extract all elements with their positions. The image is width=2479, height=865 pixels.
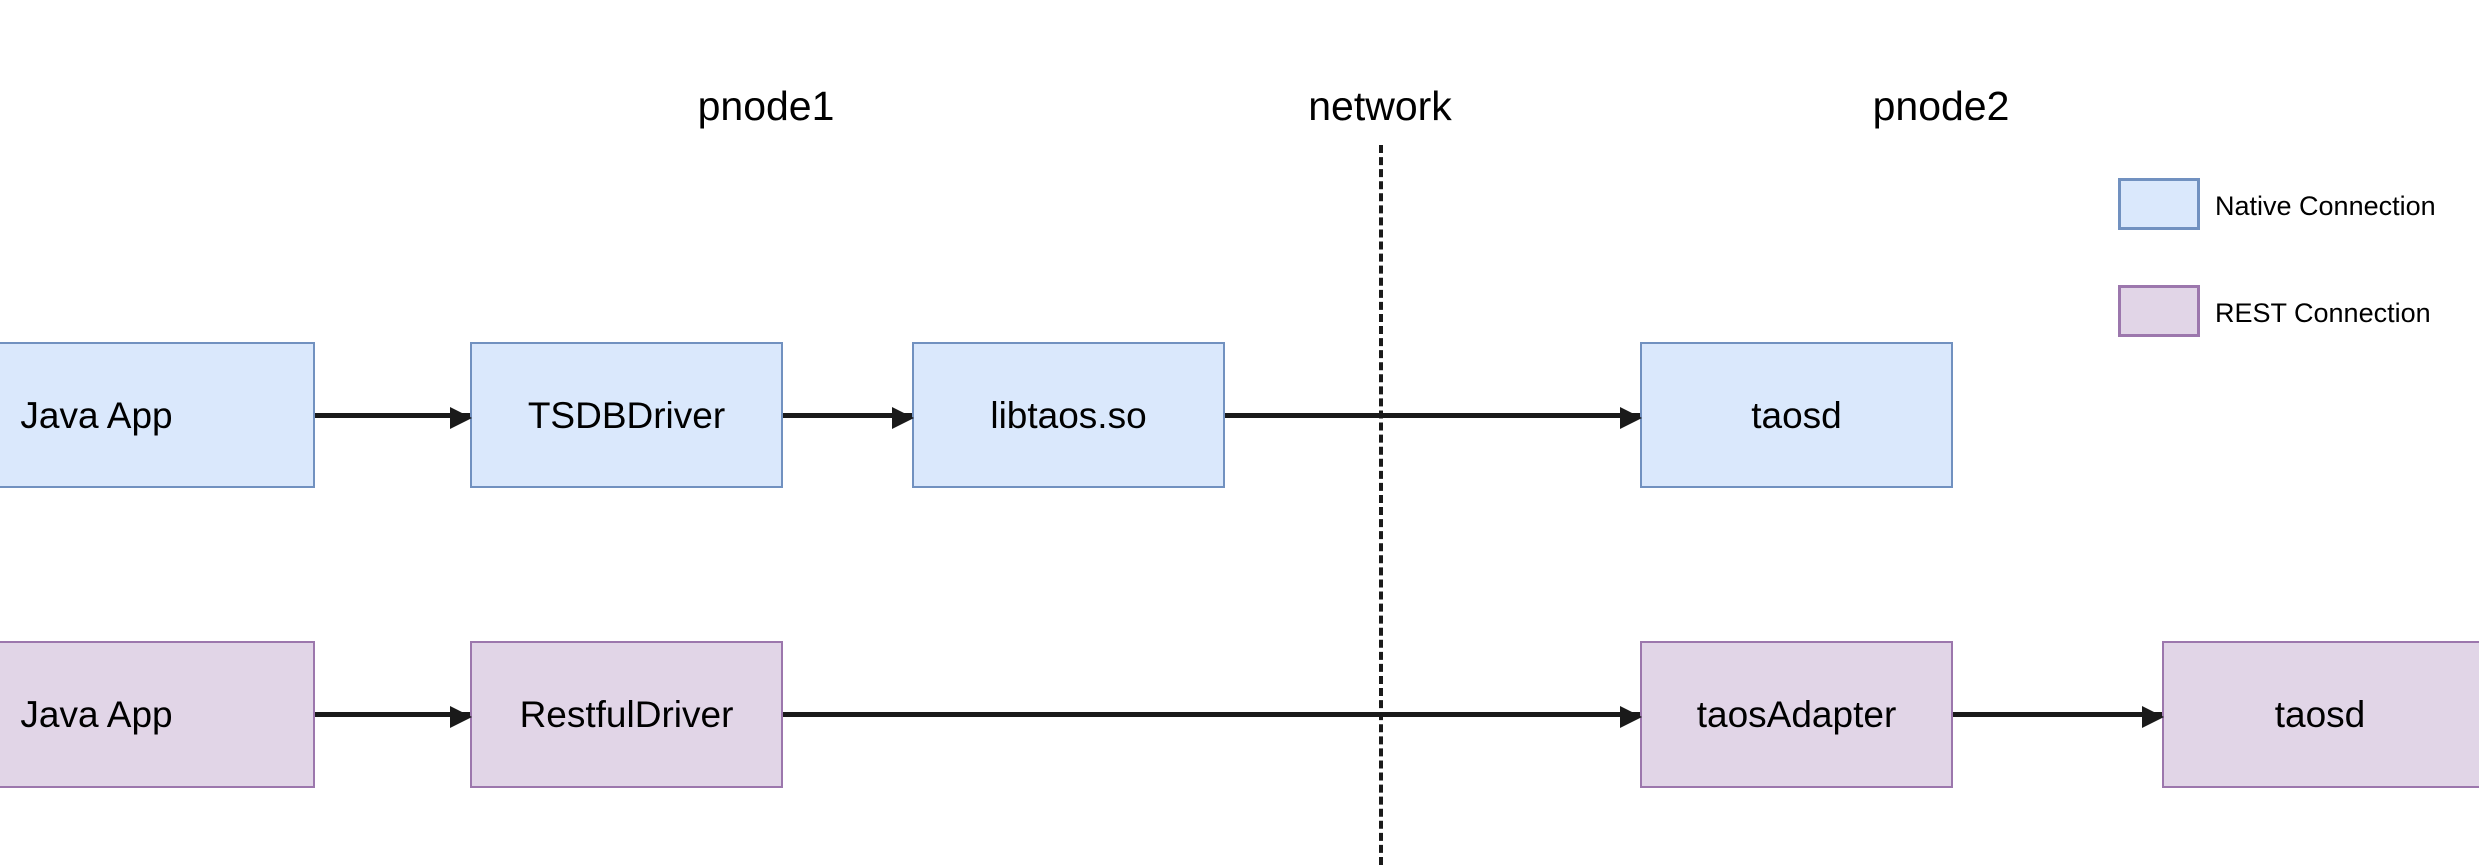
node-label: taosd <box>1751 394 1842 436</box>
node-label: Java App <box>20 694 173 735</box>
node-label: libtaos.so <box>990 394 1147 436</box>
arrow-taosadapter-to-taosd <box>1953 706 2164 728</box>
zone-label-pnode1: pnode1 <box>697 83 835 129</box>
legend-label-native: Native Connection <box>2215 191 2436 221</box>
network-boundary-divider <box>1379 145 1383 865</box>
node-java-app-rest[interactable]: Java App <box>0 641 315 788</box>
node-label: taosd <box>2274 694 2366 735</box>
node-taosd-native[interactable]: taosd <box>1640 342 1953 488</box>
node-label: taosAdapter <box>1696 694 1897 735</box>
node-label: TSDBDriver <box>527 394 726 436</box>
node-libtaos-so[interactable]: libtaos.so <box>912 342 1225 488</box>
node-label: RestfulDriver <box>519 694 734 735</box>
node-tsdb-driver[interactable]: TSDBDriver <box>470 342 783 488</box>
node-restful-driver[interactable]: RestfulDriver <box>470 641 783 788</box>
node-taos-adapter[interactable]: taosAdapter <box>1640 641 1953 788</box>
arrow-libtaos-to-taosd <box>1225 407 1642 429</box>
zone-label-pnode2: pnode2 <box>1872 83 2010 129</box>
arrow-javaapp-to-restfuldriver <box>315 706 472 728</box>
zone-label-network: network <box>1308 83 1452 129</box>
legend-label-rest: REST Connection <box>2215 298 2431 328</box>
legend-swatch-native <box>2118 178 2200 230</box>
node-java-app-native[interactable]: Java App <box>0 342 315 488</box>
arrow-tsdbdriver-to-libtaos <box>783 407 914 429</box>
node-label: Java App <box>20 394 173 436</box>
arrow-restfuldriver-to-taosadapter <box>783 706 1642 728</box>
arrow-javaapp-to-tsdbdriver <box>315 407 472 429</box>
node-taosd-rest[interactable]: taosd <box>2162 641 2479 788</box>
legend-swatch-rest <box>2118 285 2200 337</box>
